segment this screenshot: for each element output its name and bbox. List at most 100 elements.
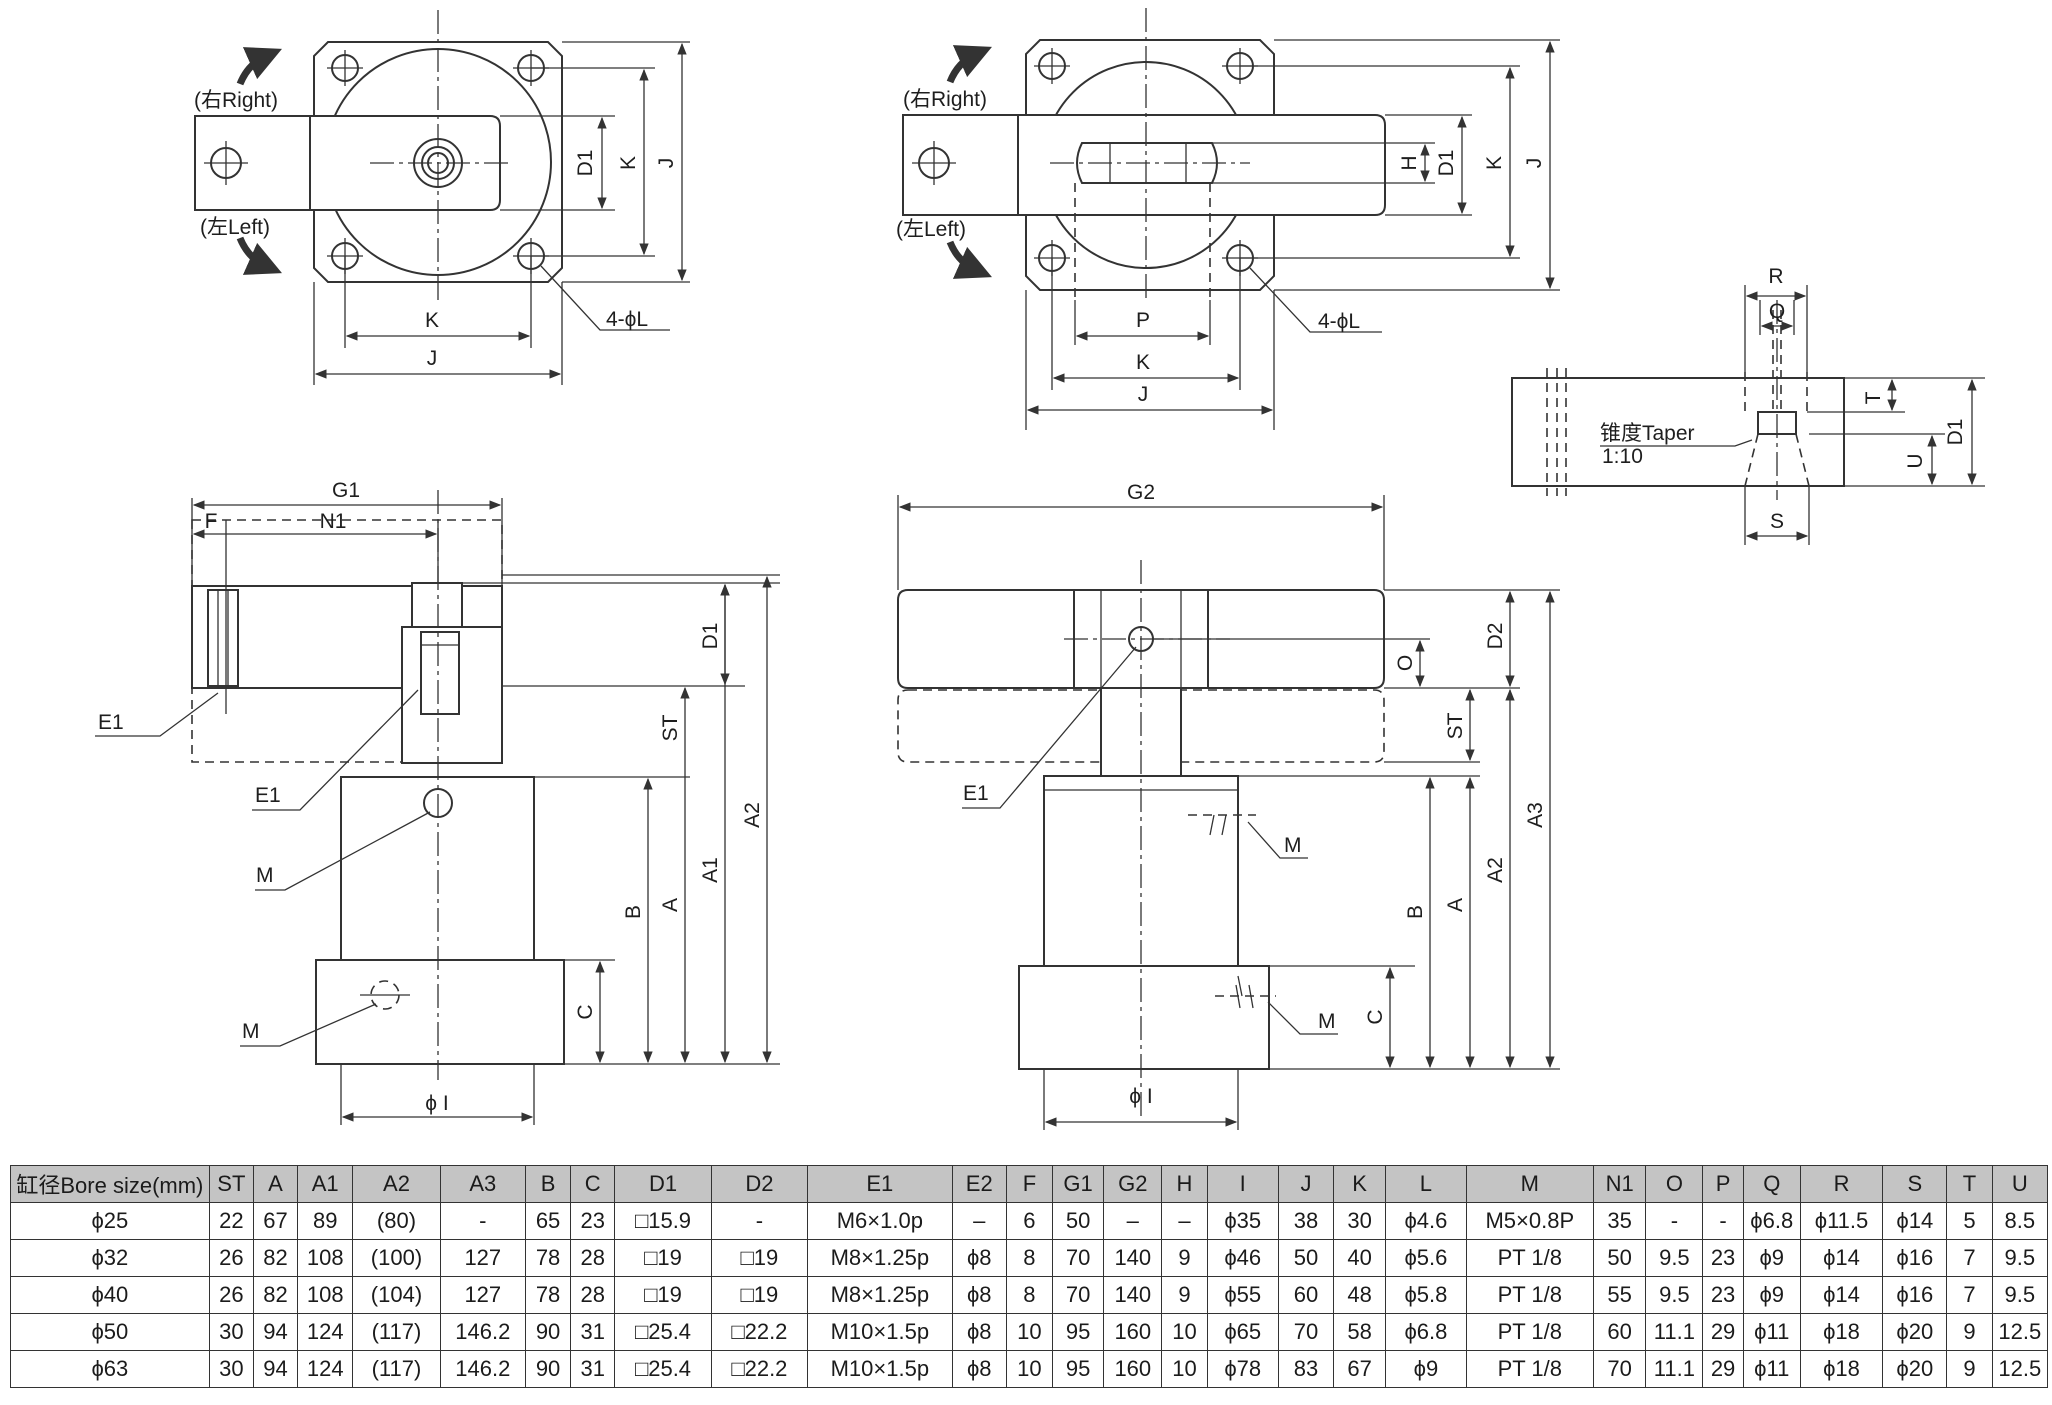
dim-b: B bbox=[622, 905, 645, 919]
table-cell: (117) bbox=[352, 1350, 441, 1388]
rotate-left-arrow-icon bbox=[946, 240, 992, 279]
table-cell: (117) bbox=[352, 1313, 441, 1351]
column-header: U bbox=[1991, 1165, 2049, 1203]
table-cell: ϕ18 bbox=[1799, 1313, 1884, 1351]
dim-j: J bbox=[1138, 383, 1149, 406]
column-header: R bbox=[1799, 1165, 1884, 1203]
column-header: E1 bbox=[807, 1165, 953, 1203]
column-header: I bbox=[1206, 1165, 1279, 1203]
table-cell: M8×1.25p bbox=[807, 1239, 953, 1277]
dim-a1: A1 bbox=[699, 857, 722, 883]
table-cell: ϕ40 bbox=[10, 1276, 210, 1314]
label-taper: 锥度Taper bbox=[1600, 422, 1695, 445]
table-cell: ϕ8 bbox=[951, 1276, 1007, 1314]
table-cell: ϕ9 bbox=[1385, 1350, 1467, 1388]
dim-j-vertical: J bbox=[655, 158, 678, 169]
label-4-phi-l: 4-ϕL bbox=[1318, 310, 1360, 333]
label-left: (左Left) bbox=[896, 218, 966, 241]
label-e1: E1 bbox=[255, 784, 281, 807]
dim-a2: A2 bbox=[741, 802, 764, 828]
table-header-row: 缸径Bore size(mm) ST A A1 A2 A3 B C D1 D2 … bbox=[10, 1165, 2049, 1203]
table-cell: □25.4 bbox=[614, 1350, 712, 1388]
table-cell: - bbox=[1645, 1202, 1704, 1240]
table-cell: 10 bbox=[1161, 1350, 1208, 1388]
column-header: A2 bbox=[352, 1165, 441, 1203]
table-cell: 12.5 bbox=[1991, 1313, 2049, 1351]
table-cell: PT 1/8 bbox=[1465, 1239, 1595, 1277]
table-cell: ϕ25 bbox=[10, 1202, 210, 1240]
table-cell: 9 bbox=[1946, 1350, 1993, 1388]
table-cell: 95 bbox=[1051, 1313, 1105, 1351]
dim-a: A bbox=[1444, 898, 1467, 912]
table-cell: ϕ35 bbox=[1206, 1202, 1279, 1240]
table-cell: ϕ78 bbox=[1206, 1350, 1279, 1388]
table-cell: ϕ16 bbox=[1882, 1239, 1948, 1277]
dim-d1: D1 bbox=[574, 150, 597, 177]
table-cell: 90 bbox=[524, 1313, 572, 1351]
table-cell: 26 bbox=[208, 1239, 254, 1277]
rotate-left-arrow-icon bbox=[236, 236, 282, 275]
table-cell: ϕ8 bbox=[951, 1313, 1007, 1351]
label-m: M bbox=[242, 1020, 260, 1043]
table-cell: 160 bbox=[1103, 1313, 1163, 1351]
label-left: (左Left) bbox=[200, 216, 270, 239]
table-cell: 9.5 bbox=[1991, 1276, 2049, 1314]
dim-j: J bbox=[427, 347, 438, 370]
table-cell: M10×1.5p bbox=[807, 1350, 953, 1388]
front-view-left: G1 F N1 C B A ST D1 A1 A2 ϕ I E1 E1 M M bbox=[95, 479, 780, 1125]
table-cell: □19 bbox=[614, 1239, 712, 1277]
table-cell: 35 bbox=[1593, 1202, 1647, 1240]
dim-b: B bbox=[1404, 905, 1427, 919]
table-cell: 67 bbox=[252, 1202, 299, 1240]
table-cell: ϕ6.8 bbox=[1742, 1202, 1801, 1240]
column-header: Q bbox=[1742, 1165, 1801, 1203]
dimension-table: 缸径Bore size(mm) ST A A1 A2 A3 B C D1 D2 … bbox=[10, 1165, 2049, 1388]
table-cell: ϕ4.6 bbox=[1385, 1202, 1467, 1240]
table-cell: 9.5 bbox=[1991, 1239, 2049, 1277]
table-cell: – bbox=[1103, 1202, 1163, 1240]
table-cell: ϕ11 bbox=[1742, 1313, 1801, 1351]
dim-g1: G1 bbox=[332, 479, 360, 502]
column-header: N1 bbox=[1593, 1165, 1647, 1203]
table-cell: 95 bbox=[1051, 1350, 1105, 1388]
table-cell: 10 bbox=[1005, 1350, 1054, 1388]
table-cell: 90 bbox=[524, 1350, 572, 1388]
table-cell: ϕ11 bbox=[1742, 1350, 1801, 1388]
label-m: M bbox=[1284, 834, 1302, 857]
table-cell: 94 bbox=[252, 1350, 299, 1388]
table-cell: 78 bbox=[524, 1239, 572, 1277]
table-cell: 31 bbox=[570, 1350, 616, 1388]
table-cell: 78 bbox=[524, 1276, 572, 1314]
table-cell: 140 bbox=[1103, 1239, 1163, 1277]
dim-phi-i: ϕ I bbox=[425, 1092, 448, 1115]
column-header: T bbox=[1946, 1165, 1993, 1203]
table-cell: □19 bbox=[710, 1276, 809, 1314]
table-cell: □19 bbox=[710, 1239, 809, 1277]
column-header: P bbox=[1702, 1165, 1744, 1203]
table-cell: □15.9 bbox=[614, 1202, 712, 1240]
table-cell: □22.2 bbox=[710, 1313, 809, 1351]
table-cell: 8.5 bbox=[1991, 1202, 2049, 1240]
table-cell: 82 bbox=[252, 1239, 299, 1277]
dim-k-vertical: K bbox=[1483, 156, 1506, 170]
dim-a2: A2 bbox=[1484, 857, 1507, 883]
top-view-left: (右Right) (左Left) D1 K J K J 4-ϕL bbox=[194, 10, 690, 385]
table-cell: 9 bbox=[1161, 1239, 1208, 1277]
table-cell: ϕ20 bbox=[1882, 1313, 1948, 1351]
dim-t: T bbox=[1862, 391, 1885, 404]
table-cell: 140 bbox=[1103, 1276, 1163, 1314]
dim-c: C bbox=[1364, 1009, 1387, 1024]
table-cell: 146.2 bbox=[439, 1313, 526, 1351]
table-cell: ϕ20 bbox=[1882, 1350, 1948, 1388]
table-cell: 9 bbox=[1161, 1276, 1208, 1314]
label-right: (右Right) bbox=[903, 88, 987, 111]
label-taper-ratio: 1:10 bbox=[1602, 445, 1643, 468]
table-cell: ϕ14 bbox=[1799, 1276, 1884, 1314]
dim-k: K bbox=[425, 309, 439, 332]
table-cell: 40 bbox=[1333, 1239, 1387, 1277]
table-cell: 70 bbox=[1277, 1313, 1335, 1351]
table-cell: ϕ5.8 bbox=[1385, 1276, 1467, 1314]
column-header: A bbox=[252, 1165, 299, 1203]
table-cell: 124 bbox=[297, 1350, 354, 1388]
